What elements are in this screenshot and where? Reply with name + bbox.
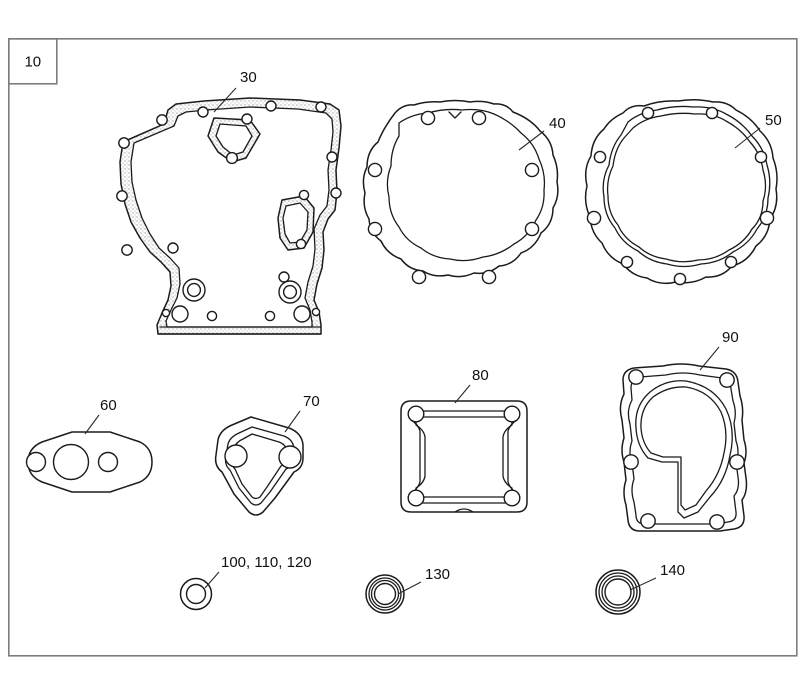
part-40-bolt-holes [367,110,540,285]
callout-label-40: 40 [549,115,566,132]
callout-layer: 30 40 50 60 70 80 90 100, 110, 120 130 1… [84,69,782,595]
callout-label-100-110-120: 100, 110, 120 [221,554,312,571]
plate-index-label: 10 [24,53,41,70]
part-50-bolt-holes [586,106,775,286]
part-40-round-flange-gasket [362,99,559,285]
callout-label-70: 70 [303,393,320,410]
callout-label-50: 50 [765,112,782,129]
plate-frame [8,37,798,657]
part-30-crankcase-cover-gasket [116,97,342,335]
leader-line-90 [699,346,720,371]
part-30-bolt-holes [116,100,342,323]
leader-line-130 [397,581,422,595]
leader-line-140 [629,577,657,591]
part-140-oil-seal [595,569,641,615]
part-60-oval-three-hole-gasket [25,431,153,493]
part-50-clutch-cover-gasket [584,98,778,286]
leader-line-60 [84,414,100,435]
callout-label-30: 30 [240,69,257,86]
leader-line-40 [518,130,545,151]
callout-label-80: 80 [472,367,489,384]
callout-label-60: 60 [100,397,117,414]
leader-line-50 [734,127,761,149]
part-90-water-pump-gasket [619,363,748,532]
leader-line-80 [454,384,471,404]
callout-label-140: 140 [660,562,685,579]
part-100-110-120-o-ring [179,577,213,611]
part-80-rectangular-gasket [400,400,528,513]
leader-line-30 [213,87,237,113]
part-90-bolt-holes [623,369,745,530]
leader-line-100-110-120 [204,571,220,589]
part-70-triangular-gasket [214,416,304,516]
leader-line-70 [284,410,301,433]
callout-label-90: 90 [722,329,739,346]
callout-label-130: 130 [425,566,450,583]
plate-index-box [8,37,58,85]
